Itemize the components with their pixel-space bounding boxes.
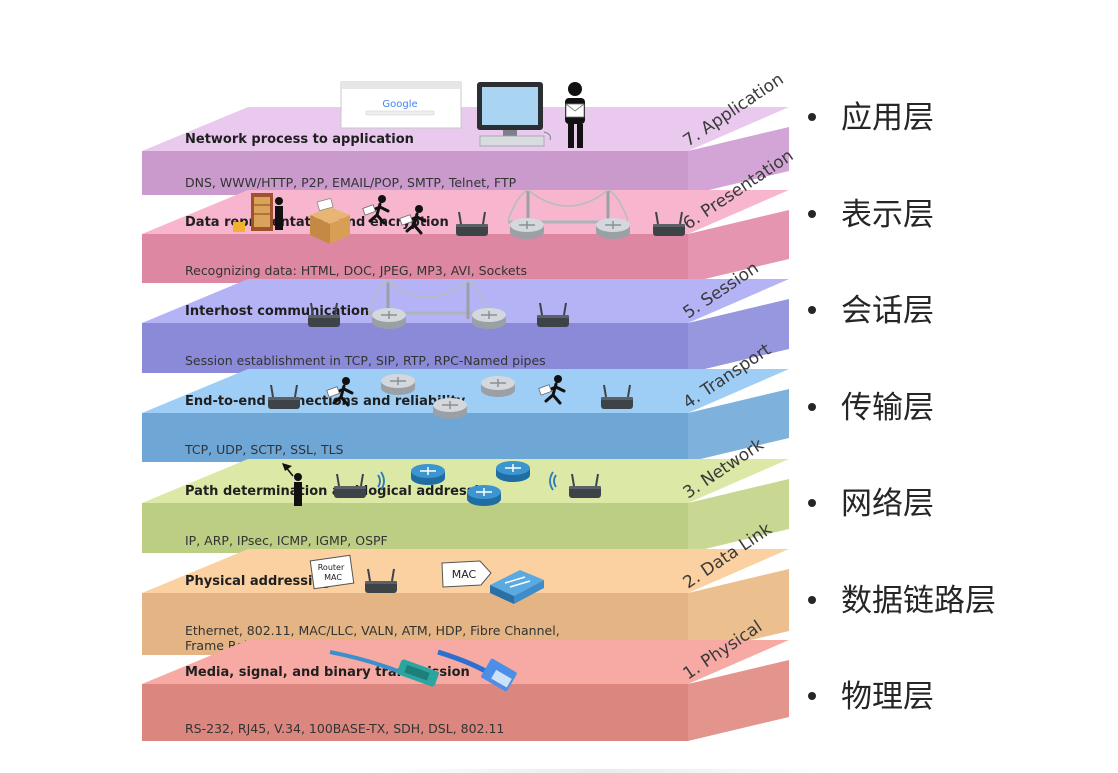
round-router-icon [380, 373, 416, 396]
google-logo-text: Google [382, 99, 417, 110]
bullet-dot [808, 112, 816, 121]
bullet-dot [808, 209, 816, 218]
layer-front-face [142, 151, 688, 195]
bullet-dot [808, 498, 816, 507]
layer-right-face [688, 127, 789, 195]
layer-protocols: Session establishment in TCP, SIP, RTP, … [185, 353, 546, 368]
layer-protocols: RS-232, RJ45, V.34, 100BASE-TX, SDH, DSL… [185, 721, 504, 736]
layer-front-face [142, 503, 688, 553]
fiber-cable-icon [329, 650, 439, 687]
layer-front-face [142, 234, 688, 283]
base-shadow [360, 769, 840, 773]
layer-protocols: Ethernet, 802.11, MAC/LLC, VALN, ATM, HD… [185, 623, 560, 638]
cn-layer-label: 数据链路层 [841, 583, 996, 619]
layer-description: Interhost communication [185, 304, 369, 319]
bullet-dot [808, 691, 816, 700]
cn-layer-label: 应用层 [841, 100, 934, 136]
osi-layer-3: Path determination and logical addressin… [142, 435, 789, 553]
layer-right-face [688, 389, 789, 462]
cn-layer-item: 网络层 [808, 484, 934, 524]
layer-description: Network process to application [185, 132, 414, 147]
layer-right-face [688, 569, 789, 655]
router-tag-line1: Router [318, 563, 345, 572]
cn-layer-item: 会话层 [808, 291, 934, 331]
round-router-icon [432, 397, 468, 420]
layer-protocols: Recognizing data: HTML, DOC, JPEG, MP3, … [185, 263, 527, 278]
blue-router-icon [495, 460, 531, 483]
layer-description: Physical addressing [185, 574, 331, 589]
blue-router-icon [410, 463, 446, 486]
person-with-letter-icon [565, 82, 585, 148]
network-switch-icon [490, 570, 544, 604]
mac-tag-text: MAC [452, 568, 477, 581]
cn-layer-label: 表示层 [841, 197, 934, 233]
layer-right-face [688, 479, 789, 553]
round-router-icon [471, 307, 507, 330]
round-router-icon [480, 375, 516, 398]
router-tag-line2: MAC [324, 573, 342, 582]
layer-protocols: TCP, UDP, SCTP, SSL, TLS [184, 442, 344, 457]
round-router-icon [371, 307, 407, 330]
layer-front-face [142, 323, 688, 373]
layer-right-face [688, 660, 789, 741]
ethernet-cable-icon [437, 649, 517, 692]
browser-window-icon: Google [340, 81, 462, 129]
cn-layer-item: 传输层 [808, 388, 934, 428]
computer-monitor-icon [477, 82, 551, 147]
bullet-dot [808, 595, 816, 604]
bullet-dot [808, 305, 816, 314]
round-router-icon [509, 217, 545, 240]
router-mac-tag-icon: Router MAC [309, 554, 355, 590]
layer-right-face [688, 299, 789, 373]
layer-illustrations: Google [233, 81, 686, 692]
cn-layer-label: 物理层 [841, 679, 934, 715]
cn-layer-item: 应用层 [808, 98, 934, 138]
mac-tag-icon: MAC [441, 560, 492, 588]
cn-layer-item: 数据链路层 [808, 581, 996, 621]
layer-top-face [142, 459, 789, 503]
layer-front-face [142, 684, 688, 741]
layer-protocols: DNS, WWW/HTTP, P2P, EMAIL/POP, SMTP, Tel… [185, 175, 517, 190]
layer-right-face [688, 210, 789, 283]
layer-top-face [142, 279, 789, 323]
person-with-flag-icon [282, 463, 302, 506]
round-router-icon [595, 217, 631, 240]
cn-layer-label: 传输层 [841, 390, 934, 426]
cn-layer-label: 网络层 [841, 486, 934, 522]
layer-front-face [142, 413, 688, 462]
blue-router-icon [466, 484, 502, 507]
layer-top-face [142, 107, 789, 151]
layer-description: End-to-end connections and reliability [185, 394, 466, 409]
layer-front-face [142, 593, 688, 655]
cn-layer-item: 物理层 [808, 677, 934, 717]
cn-layer-label: 会话层 [841, 293, 934, 329]
layer-protocols: IP, ARP, IPsec, ICMP, IGMP, OSPF [185, 533, 388, 548]
bullet-dot [808, 402, 816, 411]
file-cabinet-icon [233, 193, 283, 232]
cn-layer-item: 表示层 [808, 195, 934, 235]
open-box-icon [310, 197, 350, 244]
